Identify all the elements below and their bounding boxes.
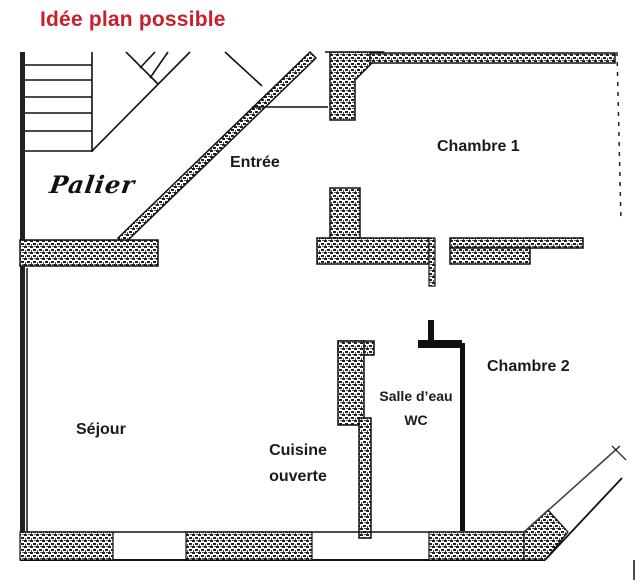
salle-deau-line2: WC: [404, 412, 428, 428]
plan-title: Idée plan possible: [40, 8, 226, 31]
room-label-entree: Entrée: [230, 154, 280, 171]
room-label-chambre1: Chambre 1: [437, 138, 520, 155]
new-partition-walls: [418, 320, 465, 531]
cuisine-line1: Cuisine: [269, 442, 327, 459]
top-wall-chambre1: [325, 51, 622, 223]
bottom-exterior-wall: [19, 445, 635, 580]
diagonal-entrance-wall: [116, 50, 328, 246]
chambre1-bottom-wall: [316, 187, 584, 287]
room-label-sejour: Séjour: [76, 421, 126, 438]
palier-wall: [19, 239, 159, 267]
staircase: [25, 51, 191, 152]
kitchen-partition: [337, 340, 375, 539]
room-label-salle-deau: Salle d’eau WC: [370, 388, 462, 428]
salle-deau-line1: Salle d’eau: [379, 388, 453, 404]
left-exterior-wall: [20, 52, 28, 540]
room-label-palier: Palier: [47, 170, 138, 199]
room-label-chambre2: Chambre 2: [487, 358, 570, 375]
cuisine-line2: ouverte: [269, 468, 327, 485]
room-label-cuisine: Cuisine ouverte: [258, 442, 338, 486]
